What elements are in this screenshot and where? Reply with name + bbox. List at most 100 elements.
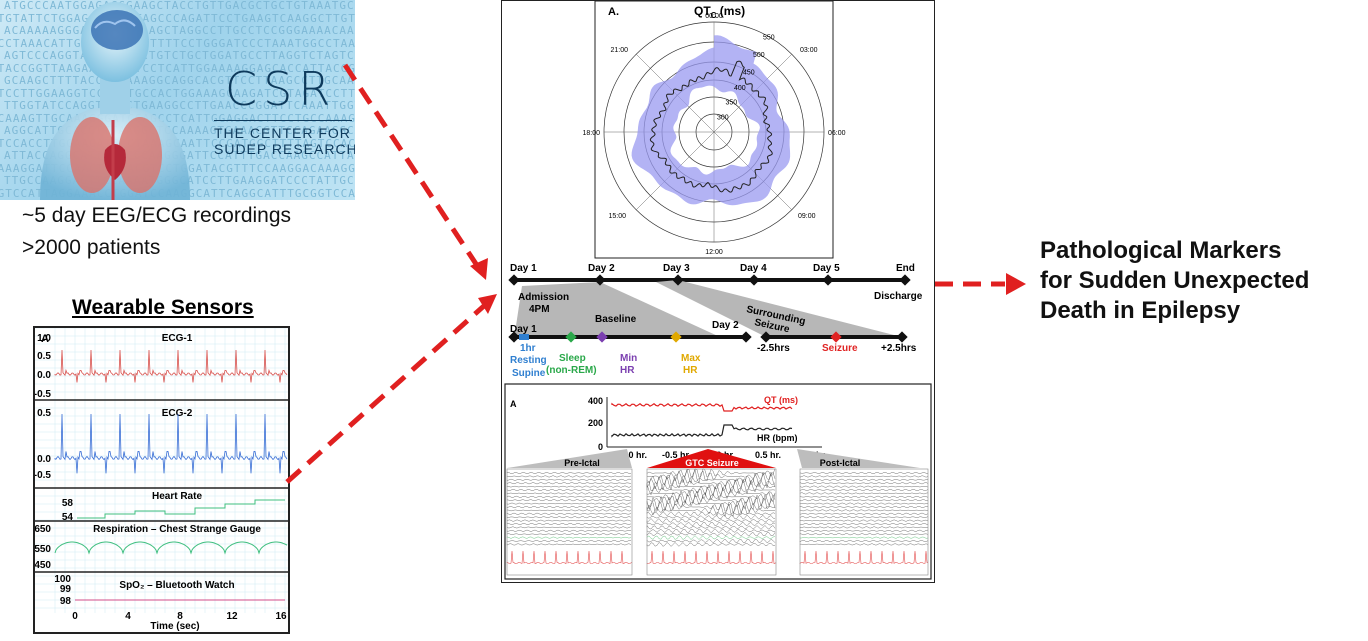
seizure-zoom-wedge <box>656 280 902 337</box>
resp-tick-2: 450 <box>35 560 51 571</box>
day-4-label: Day 4 <box>740 263 767 274</box>
conclusion-line-1: Pathological Markers <box>1040 237 1282 264</box>
admission-time-label: 4PM <box>529 304 550 315</box>
respiration-trace <box>54 541 288 555</box>
dna-line: ATGCCCAATGGAGACGGAAGCTACCTGTTGACGCTGCTGT… <box>4 0 355 12</box>
csr-logo-text: CSR <box>225 62 337 116</box>
sub-day-2-label: Day 2 <box>712 320 739 331</box>
wearable-panel-letter: A <box>41 333 49 345</box>
qtc-mean-line <box>649 60 773 193</box>
resting-label-3: Supine <box>512 368 546 379</box>
eeg-x-tick-3: 0.5 hr. <box>755 450 781 460</box>
hr-title: Heart Rate <box>152 491 202 502</box>
gtc-seizure-label: GTC Seizure <box>685 458 739 468</box>
day-1-label: Day 1 <box>510 263 537 274</box>
hr-tick-0: 58 <box>62 498 74 509</box>
sleep-label-1: Sleep <box>559 353 586 364</box>
seizure-marker <box>830 331 842 343</box>
polar-radial-tick: 450 <box>743 69 755 76</box>
polar-radial-tick: 550 <box>763 35 775 42</box>
discharge-label: Discharge <box>874 291 923 302</box>
hr-tick-1: 54 <box>62 512 74 523</box>
polar-hour-label: 00:00 <box>705 13 723 20</box>
eeg-y-tick-400: 400 <box>588 396 603 406</box>
ecg1-trace <box>54 349 288 383</box>
post-ictal-eeg-traces <box>799 468 929 576</box>
eeg-panel-frame <box>504 383 932 580</box>
spo2-tick-2: 98 <box>60 596 72 607</box>
ecg2-trace <box>54 413 288 474</box>
baseline-label: Baseline <box>595 314 637 325</box>
study-design-panel: A. QTC (ms) 00:00 03:00 06:00 09:00 12:00 15:… <box>501 0 935 583</box>
dna-line: GCAAGCTTTTACCTTTAAAGGCAGGCACGTTCCTTAAGCC… <box>4 74 355 87</box>
polar-panel-letter: A. <box>608 6 619 18</box>
csr-arrow-head <box>470 258 488 280</box>
polar-hour-label: 09:00 <box>798 213 816 220</box>
spo2-title: SpO₂ – Bluetooth Watch <box>119 580 234 591</box>
qt-trace <box>611 402 793 412</box>
resting-label-1: 1hr <box>520 343 536 354</box>
qtc-range-band <box>631 35 791 206</box>
conclusion-line-2: for Sudden Unexpected <box>1040 267 1310 294</box>
x-tick-1: 4 <box>125 611 131 622</box>
baseline-zoom-wedge <box>514 282 720 339</box>
polar-hour-label: 15:00 <box>608 213 626 220</box>
post-ictal-label: Post-Ictal <box>820 458 861 468</box>
resting-label-2: Resting <box>510 355 547 366</box>
day-3-label: Day 3 <box>663 263 690 274</box>
spo2-tick-0: 100 <box>54 574 71 585</box>
eeg-x-tick-0: -1.0 hr. <box>618 450 647 460</box>
admission-label: Admission <box>518 292 569 303</box>
pathological-markers-text: Pathological Markers for Sudden Unexpect… <box>1040 236 1309 326</box>
x-tick-3: 12 <box>226 611 238 622</box>
max-hr-label-2: HR <box>683 365 698 376</box>
spo2-tick-1: 99 <box>60 584 72 595</box>
ecg2-tick-1: 0.0 <box>37 454 51 465</box>
sleep-label-2: (non-REM) <box>546 365 597 376</box>
max-hr-label-1: Max <box>681 353 701 364</box>
csr-to-study-arrow <box>342 63 483 272</box>
polar-radial-tick: 350 <box>726 100 738 107</box>
recordings-duration-text: ~5 day EEG/ECG recordings <box>22 204 292 227</box>
hr-bpm-trace <box>611 424 793 438</box>
day-5-label: Day 5 <box>813 263 840 274</box>
polar-radial-tick: 400 <box>734 85 746 92</box>
heart-rate-trace <box>77 499 285 519</box>
wearable-arrow-head <box>478 294 497 314</box>
end-label: End <box>896 263 915 274</box>
eeg-panel-letter: A <box>510 399 517 409</box>
x-tick-4: 16 <box>275 611 287 622</box>
ecg2-title: ECG-2 <box>162 408 193 419</box>
hr-bpm-label: HR (bpm) <box>757 433 798 443</box>
ecg2-tick-0: 0.5 <box>37 408 51 419</box>
csr-subtitle: THE CENTER FOR SUDEP RESEARCH <box>214 120 355 157</box>
x-tick-0: 0 <box>72 611 78 622</box>
resp-title: Respiration – Chest Strange Gauge <box>93 524 261 535</box>
min-hr-label-2: HR <box>620 365 635 376</box>
ecg1-tick-3: -0.5 <box>35 389 51 400</box>
human-anatomy-illustration <box>40 2 190 200</box>
min-hr-label-1: Min <box>620 353 637 364</box>
ecg1-tick-2: 0.0 <box>37 370 51 381</box>
polar-title: QTC (ms) <box>694 4 745 20</box>
plus-2.5hrs-label: +2.5hrs <box>881 343 917 354</box>
recordings-patients-text: >2000 patients <box>22 236 161 259</box>
eeg-y-tick-200: 200 <box>588 418 603 428</box>
eeg-y-tick-0: 0 <box>598 442 603 452</box>
max-hr-marker <box>670 331 682 343</box>
pre-ictal-label: Pre-Ictal <box>564 458 600 468</box>
conclusion-line-3: Death in Epilepsy <box>1040 297 1241 324</box>
gtc-seizure-wedge <box>647 449 776 468</box>
polar-hour-label: 06:00 <box>828 130 846 137</box>
qt-ms-label: QT (ms) <box>764 395 798 405</box>
wearable-sensors-panel: A ECG-1 1.0 0.5 0.0 -0.5 ECG-2 0.5 0.0 -… <box>33 326 290 634</box>
ecg1-tick-1: 0.5 <box>37 351 51 362</box>
polar-hour-label: 12:00 <box>705 249 723 256</box>
ecg2-tick-2: -0.5 <box>35 470 51 481</box>
csr-banner-image: ATGCCCAATGGAGACGGAAGCTACCTGTTGACGCTGCTGT… <box>0 0 355 200</box>
polar-hour-label: 03:00 <box>800 47 818 54</box>
polar-radial-tick: 500 <box>753 52 765 59</box>
minus-2.5hrs-label: -2.5hrs <box>757 343 790 354</box>
resp-tick-0: 650 <box>35 524 51 535</box>
